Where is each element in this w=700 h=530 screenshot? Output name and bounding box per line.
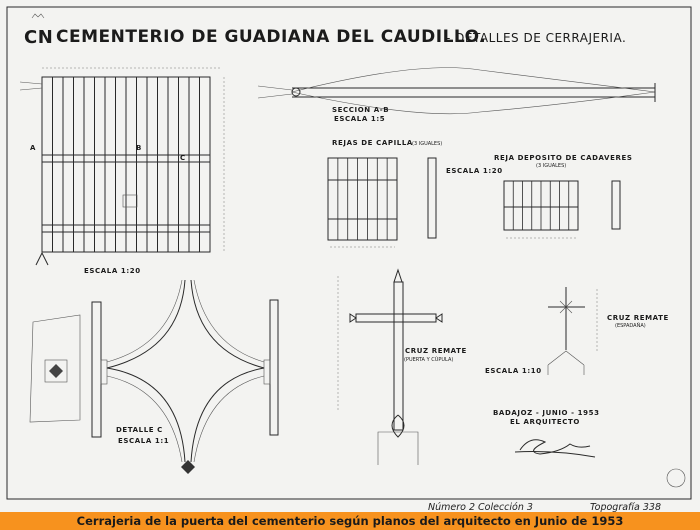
cross-door-title: CRUZ REMATE	[405, 347, 467, 355]
footer-left-note: Número 2 Colección 3	[428, 502, 533, 512]
architectural-drawing: CN CEMENTERIO DE GUADIANA DEL CAUDILLO. …	[6, 6, 692, 513]
drawing-title: CEMENTERIO DE GUADIANA DEL CAUDILLO.	[56, 27, 486, 47]
monogram-logo: CN	[24, 13, 53, 48]
cross-finial-belfry-drawing	[547, 287, 598, 375]
gate-scale-label: ESCALA 1:20	[84, 267, 141, 275]
section-marker-a: A	[30, 144, 36, 152]
cross-belfry-title: CRUZ REMATE	[607, 314, 669, 322]
architect-role: EL ARQUITECTO	[510, 418, 580, 426]
archive-stamp	[666, 468, 686, 488]
detail-c-scale: ESCALA 1:1	[118, 437, 169, 445]
image-caption: Cerrajeria de la puerta del cementerio s…	[0, 512, 700, 530]
cross-finial-door-drawing	[337, 268, 443, 465]
detail-c-drawing	[29, 279, 279, 474]
detail-c-title: DETALLE C	[116, 426, 163, 434]
rejas-capilla-drawing	[327, 157, 437, 248]
section-marker-c: C	[180, 154, 186, 162]
cross-door-note: (PUERTA Y CÚPULA)	[404, 356, 453, 363]
sheet-border	[6, 6, 692, 500]
drawing-subtitle: - DETALLES DE CERRAJERIA.	[446, 31, 626, 45]
drawing-canvas: CN CEMENTERIO DE GUADIANA DEL CAUDILLO. …	[6, 6, 692, 513]
reja-deposito-title: REJA DEPOSITO DE CADAVERES	[494, 154, 632, 162]
gate-elevation: A B C	[19, 67, 225, 266]
rejas-capilla-note: (3 IGUALES)	[412, 141, 442, 147]
architect-signature	[514, 439, 596, 458]
section-ab-scale: ESCALA 1:5	[334, 115, 385, 123]
cross-belfry-note: (ESPADAÑA)	[615, 322, 646, 329]
section-ab-title: SECCION A-B	[332, 106, 389, 114]
reja-deposito-drawing	[503, 180, 621, 239]
reja-deposito-note: (3 IGUALES)	[536, 163, 566, 169]
cross-scale-label: ESCALA 1:10	[485, 367, 542, 375]
rejas-scale-label: ESCALA 1:20	[446, 167, 503, 175]
rejas-capilla-title: REJAS DE CAPILLA	[332, 139, 413, 147]
section-marker-b: B	[136, 144, 142, 152]
svg-text:CN: CN	[24, 27, 53, 48]
footer-right-note: Topografía 338	[590, 502, 661, 512]
section-ab-drawing	[257, 67, 656, 115]
place-date: BADAJOZ - JUNIO - 1953	[493, 409, 600, 417]
